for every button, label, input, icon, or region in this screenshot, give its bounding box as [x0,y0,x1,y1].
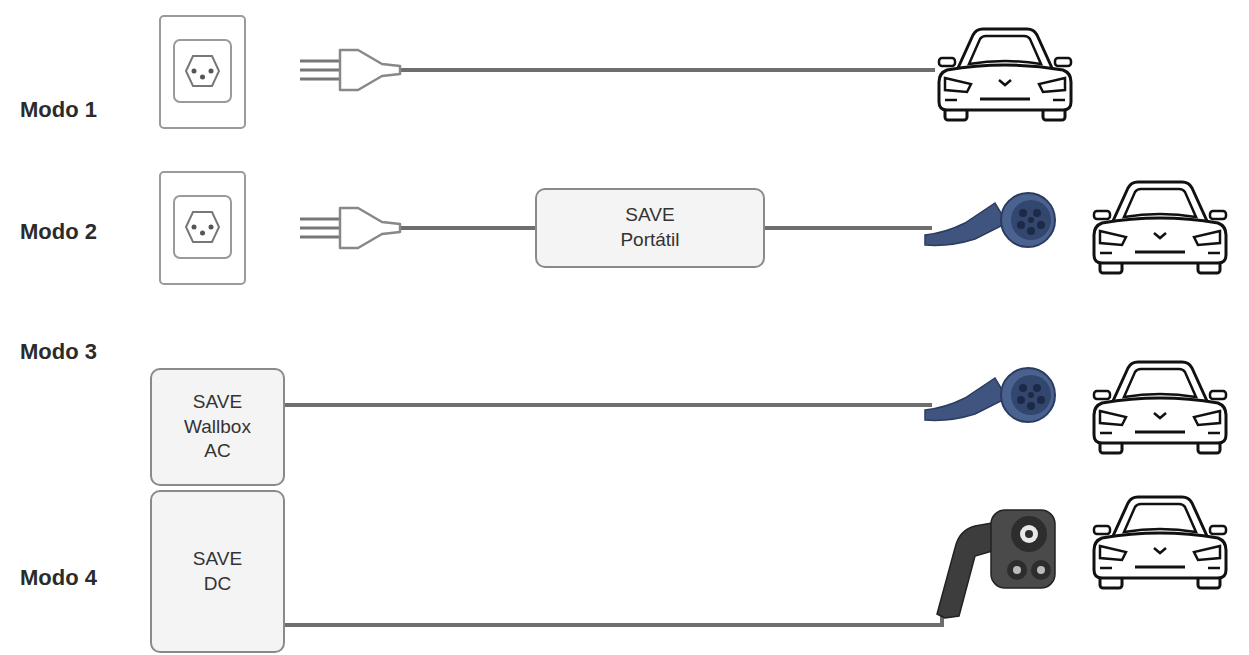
mode-label: Modo 3 [20,339,97,365]
mode-label: Modo 4 [20,565,97,591]
box-text: SAVE Wallbox AC [184,390,251,464]
charger-box: SAVE DC [150,490,285,653]
box-text: SAVE Portátil [620,203,679,252]
charger-box: SAVE Portátil [535,188,765,268]
mode-label: Modo 2 [20,219,97,245]
box-text: SAVE DC [193,547,242,596]
mode-label: Modo 1 [20,97,97,123]
charger-box: SAVE Wallbox AC [150,368,285,486]
